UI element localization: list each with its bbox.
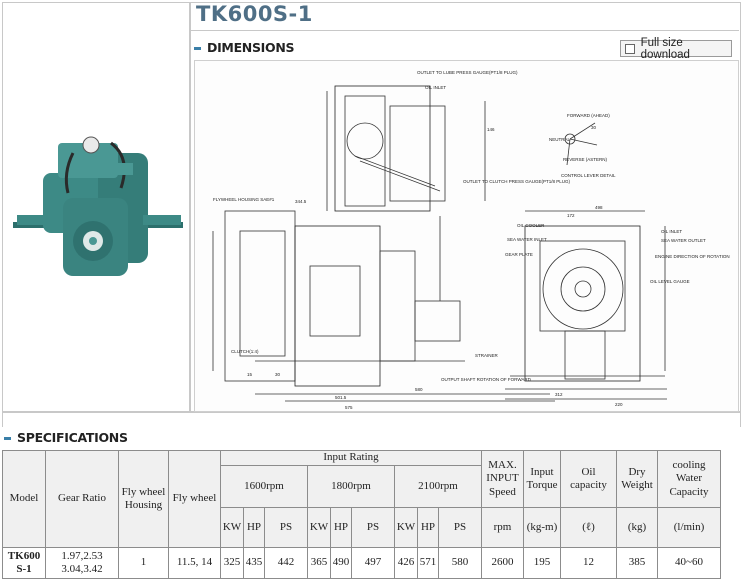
dim-146: 146 — [487, 127, 495, 132]
oil-inlet-label: OIL INLET — [425, 85, 446, 90]
fly-wheel-header: Fly wheel — [168, 450, 221, 548]
clutch-label: CLUTCH(1:4) — [231, 349, 259, 354]
technical-drawing-svg: OUTLET TO LUBE PRESS GAUGE(PT1/8 PLUG) O… — [212, 70, 730, 410]
sea-water-inlet-label: SEA WATER INLET — [507, 237, 547, 242]
weight-cell: 385 — [616, 547, 658, 579]
oil-capacity-header: Oil capacity — [560, 450, 617, 508]
dim-15: 15 — [247, 372, 253, 377]
flywheel-housing-label: FLYWHEEL HOUSING SAE#1 — [213, 197, 275, 202]
dim-220: 220 — [615, 402, 623, 407]
dimensions-heading: DIMENSIONS — [194, 40, 295, 55]
dim-575: 575 — [345, 405, 353, 410]
ps-unit: PS — [264, 507, 308, 548]
water-unit: (l/min) — [657, 507, 721, 548]
kw2100-cell: 426 — [394, 547, 418, 579]
model-header: Model — [2, 450, 46, 548]
oil-cell: 12 — [560, 547, 617, 579]
cooling-water-header: cooling Water Capacity — [657, 450, 721, 508]
rpm1800-header: 1800rpm — [307, 465, 395, 508]
specifications-table: Model Gear Ratio Fly wheel Housing Fly w… — [2, 450, 721, 579]
fly-wheel-housing-cell: 1 — [118, 547, 169, 579]
fly-wheel-cell: 11.5, 14 — [168, 547, 221, 579]
dim-312: 312 — [555, 392, 563, 397]
oil-unit: (ℓ) — [560, 507, 617, 548]
water-cell: 40~60 — [657, 547, 721, 579]
forward-label: FORWARD (AHEAD) — [567, 113, 610, 118]
engine-rotation-label: ENGINE DIRECTION OF ROTATION — [655, 254, 730, 259]
specifications-heading: SPECIFICATIONS — [4, 430, 128, 445]
hp1800-cell: 490 — [330, 547, 352, 579]
ps1600-cell: 442 — [264, 547, 308, 579]
max-input-speed-header: MAX. INPUT Speed — [481, 450, 524, 508]
dim-580: 580 — [415, 387, 423, 392]
hp-unit: HP — [417, 507, 439, 548]
kw-unit: KW — [394, 507, 418, 548]
dry-weight-header: Dry Weight — [616, 450, 658, 508]
dim-498: 498 — [595, 205, 603, 210]
kw-unit: KW — [307, 507, 331, 548]
ps2100-cell: 580 — [438, 547, 482, 579]
hp2100-cell: 571 — [417, 547, 439, 579]
dim-172: 172 — [567, 213, 575, 218]
max-speed-cell: 2600 — [481, 547, 524, 579]
gear-plate-label: GEAR PLATE — [505, 252, 533, 257]
reverse-label: REVERSE (ASTERN) — [563, 157, 608, 162]
dim-angle: 30 — [591, 125, 597, 130]
input-torque-header: Input Torque — [523, 450, 561, 508]
torque-cell: 195 — [523, 547, 561, 579]
rpm-unit: rpm — [481, 507, 524, 548]
neutral-label: NEUTRAL — [549, 137, 571, 142]
outlet-lube-label: OUTLET TO LUBE PRESS GAUGE(PT1/8 PLUG) — [417, 70, 518, 75]
dimensions-label: DIMENSIONS — [207, 40, 295, 55]
hp-unit: HP — [243, 507, 265, 548]
title-divider — [190, 30, 739, 31]
sea-water-outlet-label: SEA WATER OUTLET — [661, 238, 706, 243]
weight-unit: (kg) — [616, 507, 658, 548]
ps-unit: PS — [351, 507, 395, 548]
specifications-label: SPECIFICATIONS — [17, 430, 128, 445]
model-cell: TK600 S-1 — [2, 547, 46, 579]
dim-344: 344.5 — [295, 199, 307, 204]
control-lever-label: CONTROL LEVER DETAIL — [561, 173, 616, 178]
table-row: TK600 S-1 1.97,2.53 3.04,3.42 1 11.5, 14… — [2, 547, 721, 579]
oil-level-label: OIL LEVEL GAUGE — [650, 279, 690, 284]
section-separator — [2, 412, 741, 427]
rpm2100-header: 2100rpm — [394, 465, 482, 508]
oil-cooler-label: OIL COOLER — [517, 223, 545, 228]
ps-unit: PS — [438, 507, 482, 548]
fly-wheel-housing-header: Fly wheel Housing — [118, 450, 169, 548]
gear-ratio-header: Gear Ratio — [45, 450, 119, 548]
outlet-clutch-label: OUTLET TO CLUTCH PRESS GAUGE(PT1/8 PLUG) — [463, 179, 571, 184]
gear-ratio-cell: 1.97,2.53 3.04,3.42 — [45, 547, 119, 579]
torque-unit: (kg-m) — [523, 507, 561, 548]
section-bullet-icon — [4, 437, 11, 440]
gearbox-photo — [13, 136, 183, 276]
section-bullet-icon — [194, 47, 201, 50]
kw1600-cell: 325 — [220, 547, 244, 579]
dim-30: 30 — [275, 372, 281, 377]
output-shaft-label: OUTPUT SHAFT ROTATION OF FORWARD — [441, 377, 532, 382]
hp-unit: HP — [330, 507, 352, 548]
dimension-drawing[interactable]: OUTLET TO LUBE PRESS GAUGE(PT1/8 PLUG) O… — [194, 60, 739, 412]
kw1800-cell: 365 — [307, 547, 331, 579]
input-rating-header: Input Rating — [220, 450, 482, 466]
dim-501: 501.5 — [335, 395, 347, 400]
window-icon — [625, 43, 635, 54]
oil-inlet-right-label: OIL INLET — [661, 229, 682, 234]
hp1600-cell: 435 — [243, 547, 265, 579]
product-photo-panel — [2, 2, 190, 412]
full-size-download-button[interactable]: Full size download — [620, 37, 732, 61]
strainer-label: STRAINER — [475, 353, 499, 358]
kw-unit: KW — [220, 507, 244, 548]
rpm1600-header: 1600rpm — [220, 465, 308, 508]
page-title: TK600S-1 — [196, 2, 313, 26]
ps1800-cell: 497 — [351, 547, 395, 579]
download-label: Full size download — [640, 36, 690, 61]
